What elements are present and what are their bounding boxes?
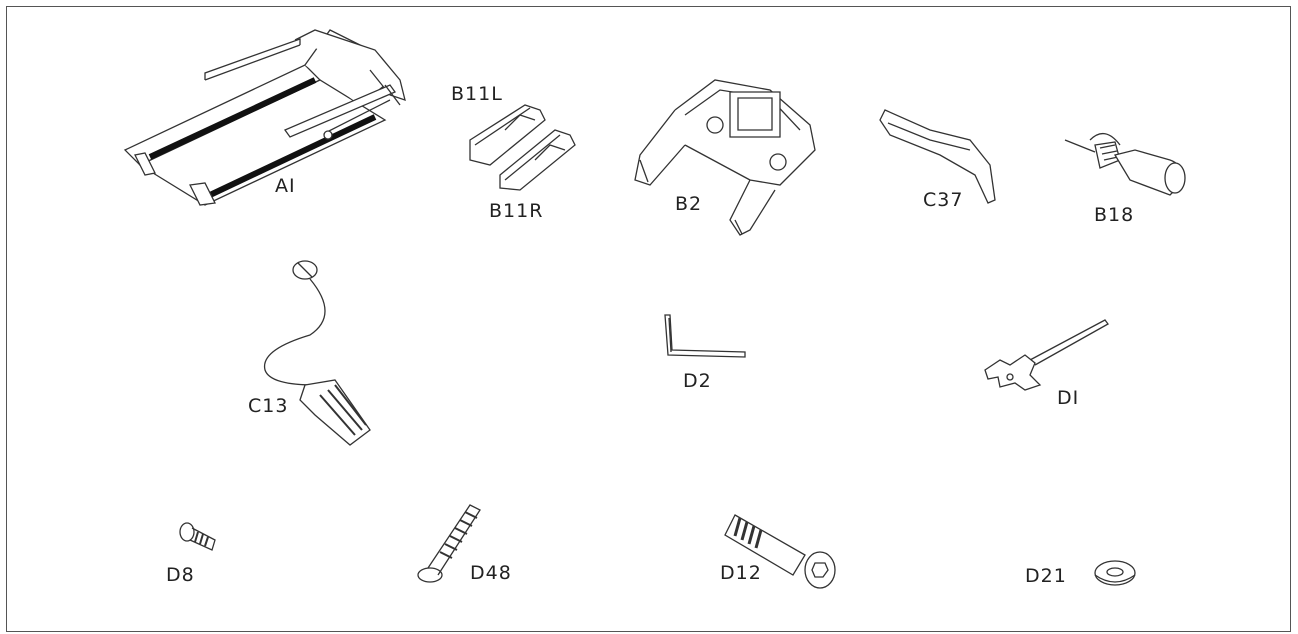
part-d21-washer: D21 [1020, 555, 1150, 600]
label-c37: C37 [923, 189, 964, 211]
label-d21: D21 [1025, 565, 1067, 587]
label-d48: D48 [470, 562, 512, 584]
part-d8-screw: D8 [160, 518, 230, 588]
part-d48-bolt: D48 [410, 500, 520, 595]
part-b11-uprights: B11L B11R [445, 80, 595, 225]
part-d2-allen-key: D2 [660, 310, 760, 400]
label-a1: AI [275, 175, 296, 197]
part-d12-bolt: D12 [715, 500, 845, 595]
label-b2: B2 [675, 193, 703, 215]
label-d8: D8 [166, 564, 195, 586]
label-d12: D12 [720, 562, 762, 584]
label-d2: D2 [683, 370, 712, 392]
part-d1-wrench: DI [980, 315, 1120, 415]
part-a1-treadmill: AI [120, 25, 420, 215]
part-b2-console: B2 [630, 70, 830, 250]
label-b11r: B11R [489, 200, 544, 222]
parts-diagram-frame [6, 6, 1291, 632]
label-b18: B18 [1094, 204, 1135, 226]
part-c13-safety-key: C13 [240, 255, 380, 455]
label-d1: DI [1057, 387, 1080, 409]
label-c13: C13 [248, 395, 289, 417]
part-b18: B18 [1060, 120, 1190, 230]
part-c37: C37 [870, 105, 1000, 220]
label-b11l: B11L [451, 83, 503, 105]
